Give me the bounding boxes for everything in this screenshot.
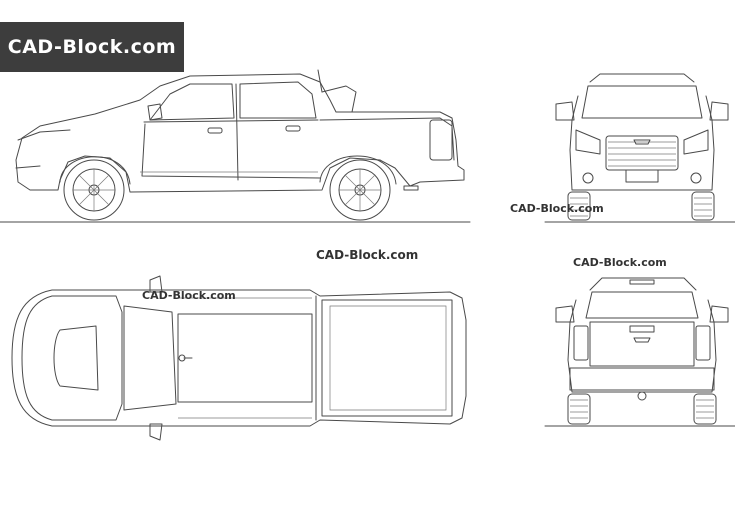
side-rear-spokes <box>339 169 381 211</box>
front-grille-bars <box>608 141 676 167</box>
rear-bumper <box>569 367 715 391</box>
rear-right-mirror <box>709 305 729 323</box>
front-right-tire <box>691 191 715 221</box>
front-body-outline <box>569 95 715 191</box>
front-left-tire <box>567 191 591 221</box>
rear-window <box>585 291 699 319</box>
front-right-foglight <box>690 172 702 184</box>
front-view-watermark: CAD-Block.com <box>510 202 604 215</box>
side-front-fender <box>59 156 131 185</box>
top-hood-scoop <box>53 325 99 391</box>
top-right-mirror <box>149 423 163 441</box>
side-front-tire <box>63 159 125 221</box>
rear-view <box>544 277 735 427</box>
side-belt-line <box>143 119 319 123</box>
rear-tailgate-handle <box>629 325 655 333</box>
rear-brake-light <box>629 279 655 285</box>
side-door-bottom <box>141 123 321 179</box>
top-view <box>11 275 467 441</box>
front-right-headlight <box>683 129 709 155</box>
side-rear-handle <box>285 125 301 132</box>
rear-left-tail-light <box>573 325 589 361</box>
site-logo[interactable]: CAD-Block.com <box>0 22 184 72</box>
rear-right-tire <box>693 393 717 425</box>
front-left-headlight <box>575 129 601 155</box>
front-plate <box>625 169 659 183</box>
rear-tire-tread <box>570 399 714 419</box>
side-front-window <box>149 83 235 121</box>
front-roof <box>589 73 695 83</box>
rear-view-watermark: CAD-Block.com <box>573 256 667 269</box>
side-rear-fender <box>319 155 397 185</box>
side-tail-light <box>429 119 453 161</box>
side-antenna <box>317 69 323 93</box>
top-body-outline <box>11 289 467 427</box>
side-door-split <box>235 83 239 181</box>
side-front-handle <box>207 127 223 134</box>
rear-right-tail-light <box>695 325 711 361</box>
front-left-foglight <box>582 172 594 184</box>
side-exhaust <box>403 185 419 191</box>
front-bowtie-logo <box>633 139 651 145</box>
front-view <box>544 73 735 223</box>
top-left-mirror <box>149 275 163 293</box>
front-left-mirror <box>555 101 575 121</box>
center-watermark: CAD-Block.com <box>316 248 419 262</box>
top-roof <box>177 313 313 403</box>
rear-sport-bar <box>589 277 697 291</box>
front-windshield <box>581 85 703 119</box>
rear-left-mirror <box>555 305 575 323</box>
rear-tow-hitch <box>637 391 647 401</box>
side-bed-rail <box>319 117 455 161</box>
side-front-spokes <box>73 169 115 211</box>
rear-tailgate <box>589 321 695 367</box>
rear-bowtie-logo <box>633 337 651 343</box>
side-rear-window <box>239 81 317 119</box>
top-bed-inner <box>329 305 447 411</box>
front-right-mirror <box>709 101 729 121</box>
side-mirror <box>147 103 163 121</box>
side-view <box>0 69 471 223</box>
front-tire-tread <box>570 197 712 217</box>
top-view-watermark: CAD-Block.com <box>142 289 236 302</box>
front-grille <box>605 135 679 171</box>
top-windshield <box>123 305 177 411</box>
top-bed <box>321 299 453 417</box>
side-sport-bar <box>321 85 357 113</box>
side-headlight <box>17 129 71 141</box>
top-hood <box>21 295 123 421</box>
rear-left-tire <box>567 393 591 425</box>
side-bumper-line <box>15 165 41 169</box>
side-rear-tire <box>329 159 391 221</box>
